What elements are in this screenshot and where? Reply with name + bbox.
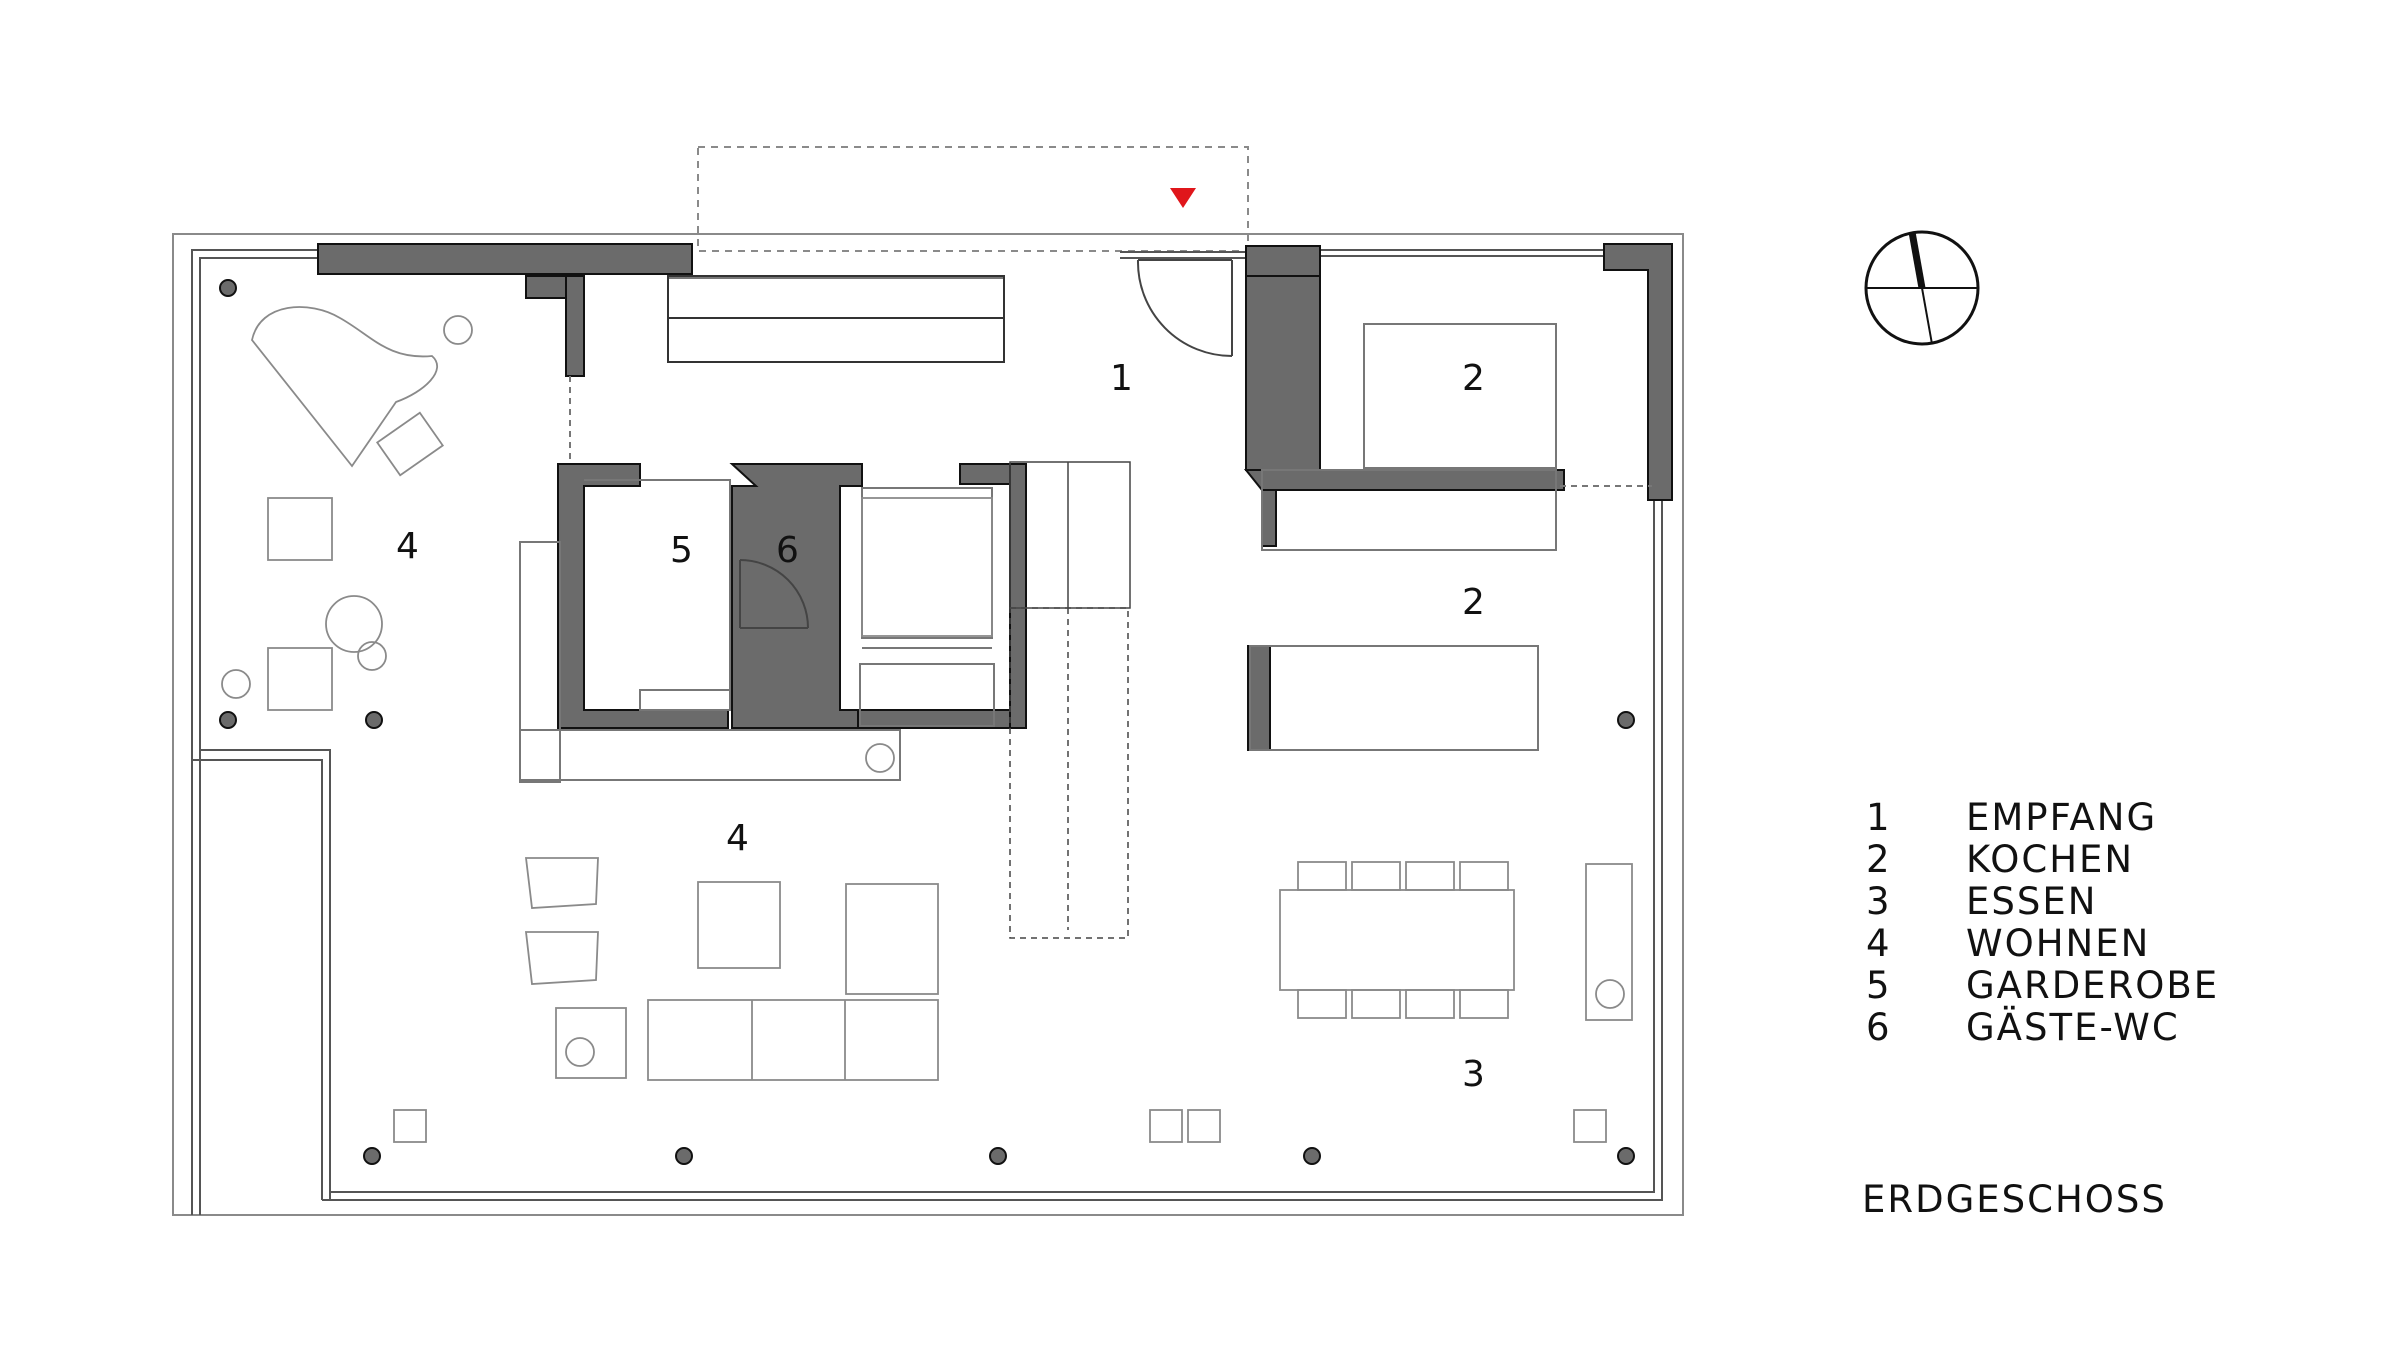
legend-number: 5 xyxy=(1866,964,1892,1007)
floor-title: ERDGESCHOSS xyxy=(1862,1178,2167,1221)
site-outline xyxy=(172,146,1684,1216)
legend-label: EMPFANG xyxy=(1966,796,2157,839)
legend-number: 2 xyxy=(1866,838,1892,881)
room-number: 2 xyxy=(1462,358,1485,399)
legend-label: WOHNEN xyxy=(1966,922,2150,965)
legend-number: 1 xyxy=(1866,796,1892,839)
room-number: 6 xyxy=(776,530,799,571)
room-number: 4 xyxy=(726,818,749,859)
legend-label: GÄSTE-WC xyxy=(1966,1006,2180,1049)
doors xyxy=(739,259,1233,629)
room-number: 2 xyxy=(1462,582,1485,623)
room-number: 1 xyxy=(1110,358,1133,399)
legend-label: ESSEN xyxy=(1966,880,2097,923)
legend-number: 6 xyxy=(1866,1006,1892,1049)
room-number: 5 xyxy=(670,530,693,571)
room-number: 4 xyxy=(396,526,419,567)
legend-label: GARDEROBE xyxy=(1966,964,2219,1007)
exterior-glazing xyxy=(191,249,1663,1215)
legend-number: 4 xyxy=(1866,922,1892,965)
stair-lower xyxy=(1009,461,1131,939)
stair-upper xyxy=(667,275,1005,363)
furniture xyxy=(221,306,1633,1143)
north-compass-icon xyxy=(1864,230,1980,346)
entrance-triangle-icon xyxy=(1170,188,1196,208)
room-number: 3 xyxy=(1462,1054,1485,1095)
legend-label: KOCHEN xyxy=(1966,838,2134,881)
columns xyxy=(219,279,1635,1165)
legend-number: 3 xyxy=(1866,880,1892,923)
legend: 1 EMPFANG 2 KOCHEN 3 ESSEN 4 WOHNEN 5 GA… xyxy=(1866,796,2219,1049)
